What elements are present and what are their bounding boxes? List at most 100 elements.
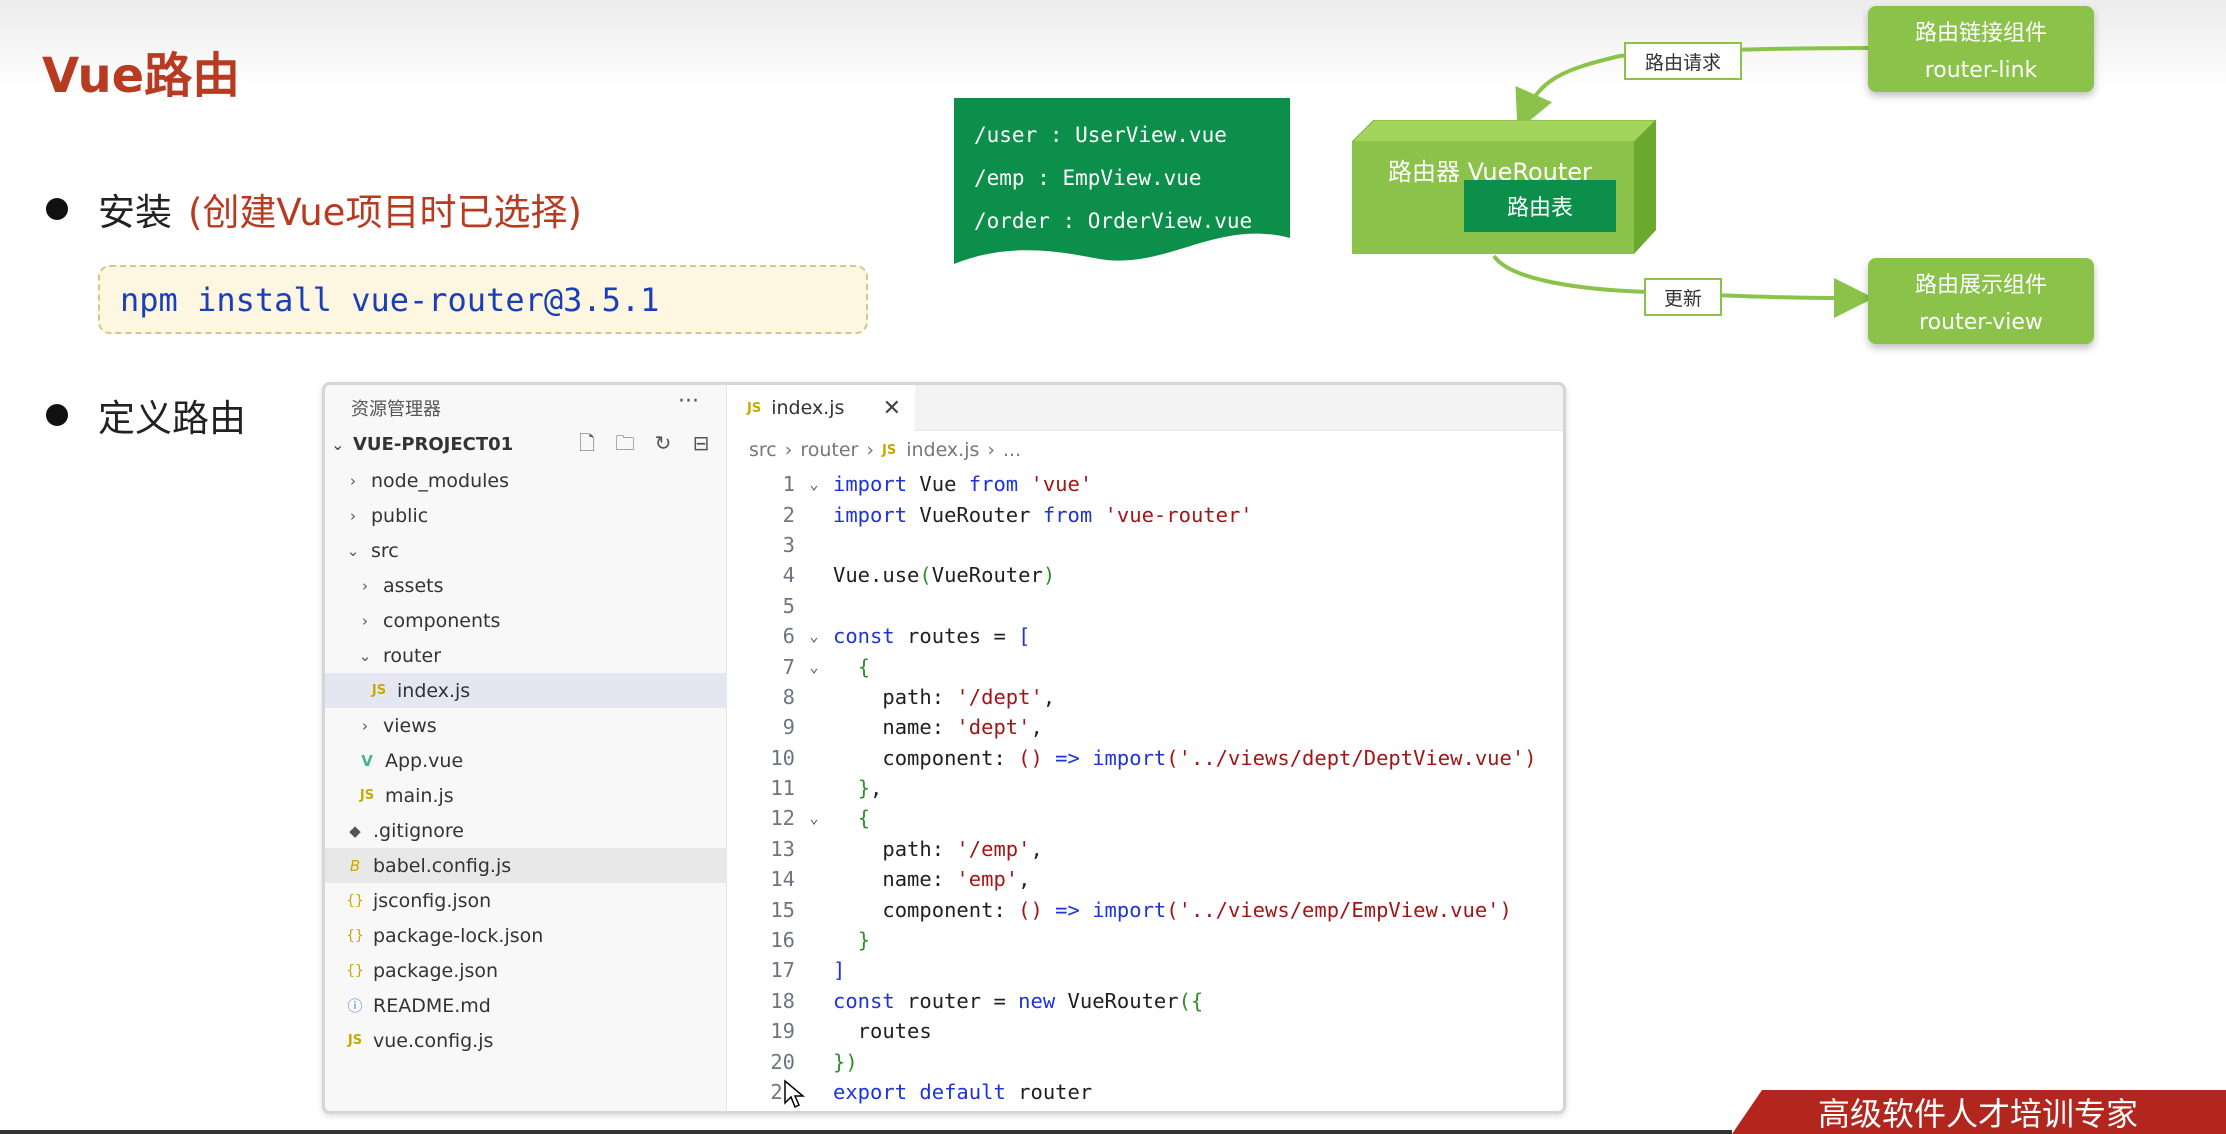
code-token: 'emp': [956, 867, 1019, 892]
refresh-icon[interactable]: ↻: [654, 431, 672, 455]
tab-index-js[interactable]: JS index.js ✕: [727, 385, 915, 431]
project-root[interactable]: ⌄ VUE-PROJECT01 🗋 🗀 ↻ ⊟: [325, 427, 727, 461]
bullet-install-note: (创建Vue项目时已选择): [188, 191, 582, 234]
tree-item[interactable]: ›node_modules: [325, 463, 727, 498]
code-line[interactable]: 1⌄import Vue from 'vue': [727, 469, 1563, 499]
new-folder-icon[interactable]: 🗀: [615, 431, 635, 455]
code-token: import: [1092, 897, 1167, 922]
close-icon[interactable]: ✕: [882, 395, 901, 421]
breadcrumb-item[interactable]: index.js: [906, 439, 980, 461]
tree-item[interactable]: {}jsconfig.json: [325, 883, 727, 918]
code-token: (: [1166, 897, 1179, 922]
code-token: const: [833, 624, 895, 649]
new-file-icon[interactable]: 🗋: [578, 431, 596, 455]
tree-item[interactable]: ⌄router: [325, 638, 727, 673]
code-line[interactable]: 14 name: 'emp',: [727, 864, 1563, 894]
tree-item[interactable]: ›components: [325, 603, 727, 638]
code-token: [1043, 746, 1055, 770]
code-token: component:: [833, 745, 1019, 770]
vscode-window: 资源管理器 ··· ⌄ VUE-PROJECT01 🗋 🗀 ↻ ⊟ ›node_…: [322, 382, 1566, 1114]
code-line[interactable]: 11 },: [727, 773, 1563, 803]
babel-file-icon: B: [349, 856, 361, 875]
route-table-document: /user : UserView.vue /emp : EmpView.vue …: [954, 98, 1290, 268]
more-actions-icon[interactable]: ···: [678, 389, 699, 414]
npm-command-box: npm install vue-router@3.5.1: [98, 265, 868, 334]
line-number: 9: [782, 715, 795, 740]
code-token: [1080, 746, 1092, 770]
code-line[interactable]: 6⌄const routes = [: [727, 621, 1563, 651]
tree-item-label: node_modules: [371, 469, 510, 492]
line-number: 1: [782, 472, 795, 497]
collapse-all-icon[interactable]: ⊟: [692, 431, 710, 455]
code-line[interactable]: 8 path: '/dept',: [727, 682, 1563, 712]
tree-item[interactable]: ◆.gitignore: [325, 813, 727, 848]
code-token: default: [919, 1080, 1006, 1104]
tree-item-label: babel.config.js: [373, 854, 512, 877]
code-line[interactable]: 5: [727, 591, 1563, 621]
line-number: 13: [770, 836, 795, 861]
code-token: (): [1018, 745, 1043, 770]
code-token: ,: [1030, 715, 1043, 740]
tree-item-label: .gitignore: [373, 819, 464, 842]
code-token: [907, 1080, 919, 1104]
code-line[interactable]: 17]: [727, 955, 1563, 985]
fold-chevron-icon[interactable]: ⌄: [809, 475, 819, 494]
code-line[interactable]: 3: [727, 530, 1563, 560]
code-line[interactable]: 13 path: '/emp',: [727, 834, 1563, 864]
tree-item[interactable]: ›public: [325, 498, 727, 533]
fold-chevron-icon[interactable]: ⌄: [809, 809, 819, 828]
line-number: 19: [770, 1019, 795, 1044]
line-number: 16: [770, 928, 795, 953]
code-line[interactable]: 15 component: () => import('../views/emp…: [727, 894, 1563, 924]
code-line[interactable]: 9 name: 'dept',: [727, 712, 1563, 742]
tree-item[interactable]: ›views: [325, 708, 727, 743]
code-line[interactable]: 7⌄ {: [727, 651, 1563, 681]
line-number: 17: [770, 958, 795, 983]
code-line[interactable]: 12⌄ {: [727, 803, 1563, 833]
code-token: VueRouter: [1055, 988, 1179, 1013]
js-file-icon: JS: [347, 1033, 363, 1048]
tree-item[interactable]: {}package.json: [325, 953, 727, 988]
tree-item[interactable]: {}package-lock.json: [325, 918, 727, 953]
breadcrumb-item[interactable]: router: [800, 439, 859, 461]
code-token: ): [1499, 897, 1512, 922]
router-link-component: 路由链接组件 router-link: [1868, 6, 2094, 92]
footer-line: [0, 1130, 1732, 1134]
tree-item-label: jsconfig.json: [373, 889, 492, 912]
code-token: '../views/dept/DeptView.vue': [1178, 745, 1525, 770]
code-token: (: [1166, 745, 1179, 770]
breadcrumb-item[interactable]: src: [749, 439, 777, 461]
code-token: ): [1524, 745, 1537, 770]
tree-item[interactable]: ›assets: [325, 568, 727, 603]
explorer-sidebar: 资源管理器 ··· ⌄ VUE-PROJECT01 🗋 🗀 ↻ ⊟ ›node_…: [325, 385, 727, 1111]
tree-item[interactable]: ⌄src: [325, 533, 727, 568]
code-token: from: [968, 472, 1019, 497]
line-number: 3: [782, 532, 795, 557]
fold-chevron-icon[interactable]: ⌄: [809, 657, 819, 676]
js-file-icon: JS: [359, 788, 375, 803]
code-line[interactable]: 20}): [727, 1046, 1563, 1076]
router-view-title: 路由展示组件: [1914, 273, 2047, 299]
line-number: 14: [770, 867, 795, 892]
breadcrumb-item[interactable]: ...: [1003, 439, 1022, 461]
route-entry: /emp : EmpView.vue: [974, 166, 1202, 190]
code-line[interactable]: 16 }: [727, 925, 1563, 955]
code-line[interactable]: 19 routes: [727, 1016, 1563, 1046]
code-token: export: [833, 1080, 908, 1104]
code-token: routes =: [894, 624, 1019, 649]
tree-item-label: views: [383, 714, 437, 737]
fold-chevron-icon[interactable]: ⌄: [809, 627, 819, 646]
code-line[interactable]: 10 component: () => import('../views/dep…: [727, 743, 1563, 773]
code-token: name:: [833, 867, 957, 892]
